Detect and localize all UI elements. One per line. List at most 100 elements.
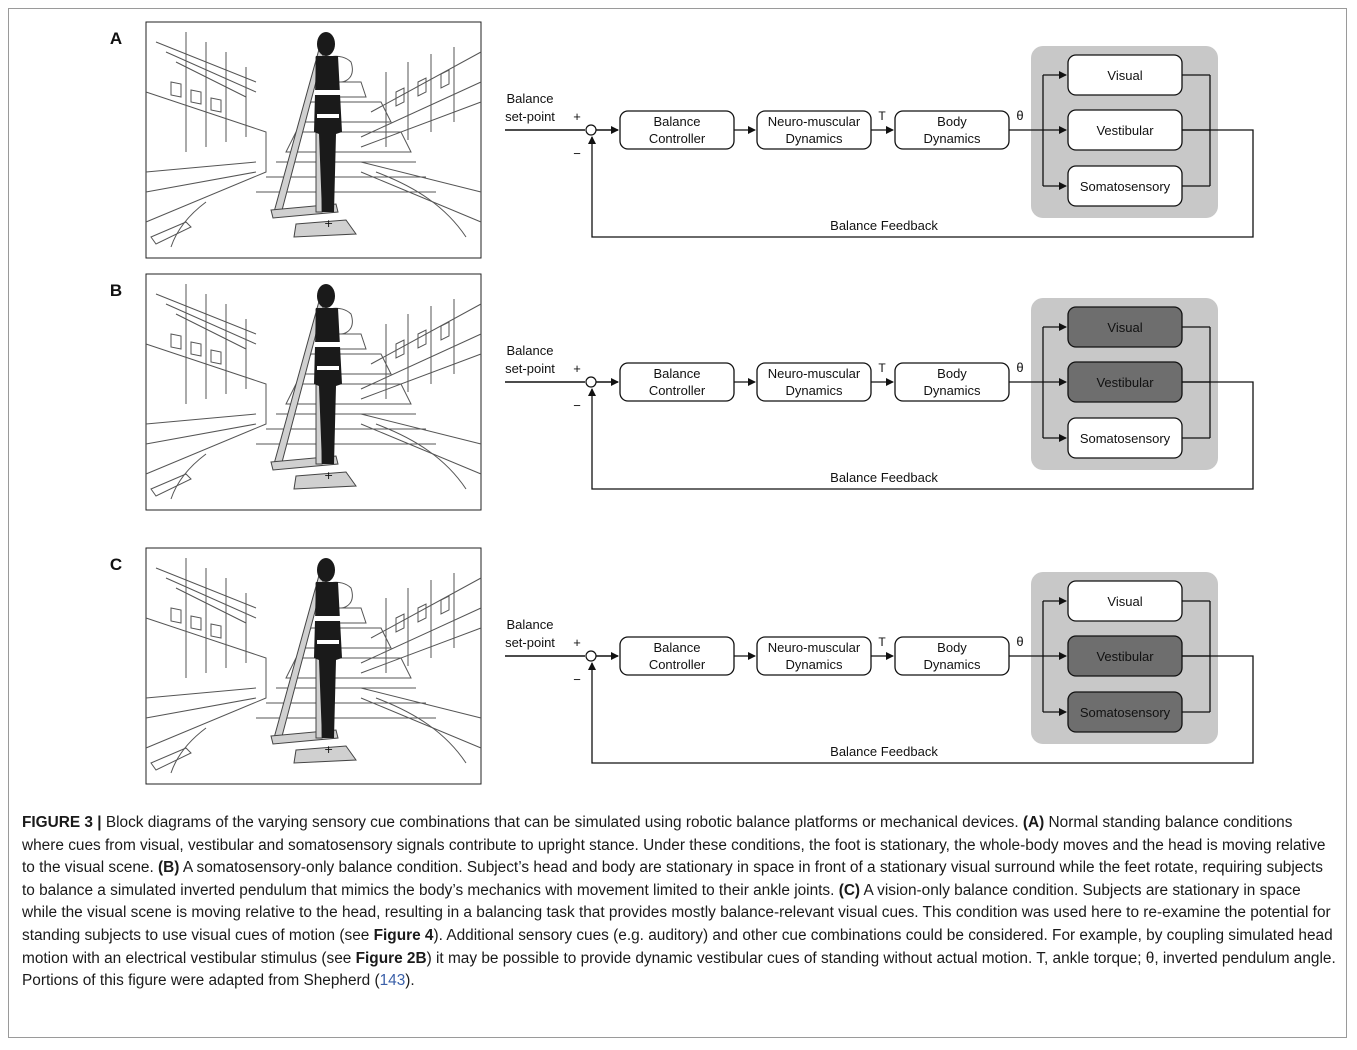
sensor-vestibular-label: Vestibular <box>1096 375 1154 390</box>
feedback-loop <box>588 655 1254 764</box>
scene-image <box>145 273 482 511</box>
caption-b-label: (B) <box>158 859 180 877</box>
panel-letter: A <box>110 29 122 48</box>
neuromuscular-block-label-line-2: Dynamics <box>785 657 843 672</box>
figure-4-link[interactable]: Figure 4 <box>373 926 434 944</box>
plus-sign: + <box>573 109 581 124</box>
plus-sign-line-1: + <box>573 109 581 124</box>
minus-sign: − <box>573 146 581 161</box>
sensor-vestibular-label-line-1: Vestibular <box>1096 375 1154 390</box>
caption-c-label: (C) <box>838 881 861 899</box>
sensor-vestibular-label-line-1: Vestibular <box>1096 649 1154 664</box>
setpoint-label-line-1: Balance <box>507 617 554 632</box>
feedback-label: Balance Feedback <box>830 218 938 233</box>
sensor-somatosensory-label: Somatosensory <box>1080 431 1171 446</box>
neuromuscular-block-label-line-1: Neuro-muscular <box>768 366 861 381</box>
caption-intro: Block diagrams of the varying sensory cu… <box>101 814 1023 831</box>
torque-label-line-1: T <box>878 635 886 649</box>
body-dynamics-block-label-line-1: Body <box>937 640 967 655</box>
figure-frame <box>8 8 1347 1038</box>
setpoint-label-line-2: set-point <box>505 109 555 124</box>
body-dynamics-block-label-line-2: Dynamics <box>923 383 981 398</box>
setpoint-label-line-2: set-point <box>505 635 555 650</box>
figure-2b-link[interactable]: Figure 2B <box>355 949 427 967</box>
setpoint-label: Balance set-point <box>505 617 555 650</box>
sensor-vestibular-label: Vestibular <box>1096 649 1154 664</box>
figure-caption: FIGURE 3 | Block diagrams of the varying… <box>22 812 1338 993</box>
balance-controller-block-label-line-1: Balance <box>654 366 701 381</box>
caption-a-label: (A) <box>1022 814 1045 831</box>
plus-sign: + <box>573 361 581 376</box>
balance-controller-block-label-line-2: Controller <box>649 383 706 398</box>
minus-sign-line-1: − <box>573 398 581 413</box>
minus-sign: − <box>573 398 581 413</box>
plus-sign-line-1: + <box>573 635 581 650</box>
theta-label: θ <box>1016 634 1023 649</box>
balance-controller-block-label-line-2: Controller <box>649 657 706 672</box>
minus-sign-line-1: − <box>573 672 581 687</box>
reference-link[interactable]: 143 <box>379 972 406 990</box>
panel-letter-line-1: C <box>110 555 122 574</box>
caption-c-text-2: ). Additional sensory cues (e.g. auditor… <box>22 926 1333 967</box>
feedback-loop <box>588 129 1254 238</box>
caption-figure-label: FIGURE 3 | <box>22 814 102 831</box>
summing-junction <box>585 124 597 136</box>
balance-controller-block-label-line-1: Balance <box>654 114 701 129</box>
scene-image <box>145 21 482 259</box>
sensor-somatosensory-label-line-1: Somatosensory <box>1080 179 1171 194</box>
sensor-somatosensory-label-line-1: Somatosensory <box>1080 431 1171 446</box>
body-dynamics-block-label-line-2: Dynamics <box>923 657 981 672</box>
feedback-label-line-1: Balance Feedback <box>830 744 938 759</box>
sensor-somatosensory-label-line-1: Somatosensory <box>1080 705 1171 720</box>
feedback-label-line-1: Balance Feedback <box>830 470 938 485</box>
balance-controller-block-label-line-2: Controller <box>649 131 706 146</box>
body-dynamics-block-label-line-1: Body <box>937 366 967 381</box>
balance-controller-block-label-line-1: Balance <box>654 640 701 655</box>
theta-label-line-1: θ <box>1016 634 1023 649</box>
panel-letter: B <box>110 281 122 300</box>
torque-label: T <box>878 109 886 123</box>
sensor-visual-label: Visual <box>1107 68 1142 83</box>
sensor-visual-label-line-1: Visual <box>1107 594 1142 609</box>
panel-letter-line-1: B <box>110 281 122 300</box>
torque-label-line-1: T <box>878 361 886 375</box>
setpoint-label-line-1: Balance <box>507 91 554 106</box>
theta-label-line-1: θ <box>1016 108 1023 123</box>
plus-sign-line-1: + <box>573 361 581 376</box>
caption-b-text: A somatosensory-only balance condition. … <box>22 859 1323 899</box>
scene-image <box>145 547 482 785</box>
theta-label: θ <box>1016 108 1023 123</box>
caption-c-text-3: ) it may be possible to provide dynamic … <box>22 949 1336 990</box>
neuromuscular-block-label-line-1: Neuro-muscular <box>768 114 861 129</box>
minus-sign-line-1: − <box>573 146 581 161</box>
sensor-visual-label: Visual <box>1107 320 1142 335</box>
feedback-loop <box>588 381 1254 490</box>
feedback-label-line-1: Balance Feedback <box>830 218 938 233</box>
setpoint-label-line-1: Balance <box>507 343 554 358</box>
feedback-label: Balance Feedback <box>830 470 938 485</box>
figure-diagram: + ABalanceset-point+−BalanceControllerNe… <box>110 21 1254 785</box>
sensor-somatosensory-label: Somatosensory <box>1080 179 1171 194</box>
plus-sign: + <box>573 635 581 650</box>
setpoint-label: Balance set-point <box>505 91 555 124</box>
feedback-label: Balance Feedback <box>830 744 938 759</box>
torque-label: T <box>878 635 886 649</box>
theta-label-line-1: θ <box>1016 360 1023 375</box>
sensor-visual-label-line-1: Visual <box>1107 320 1142 335</box>
body-dynamics-block-label-line-1: Body <box>937 114 967 129</box>
minus-sign: − <box>573 672 581 687</box>
caption-c-text: A vision-only balance condition. Subject… <box>22 881 1331 944</box>
neuromuscular-block-label-line-2: Dynamics <box>785 383 843 398</box>
